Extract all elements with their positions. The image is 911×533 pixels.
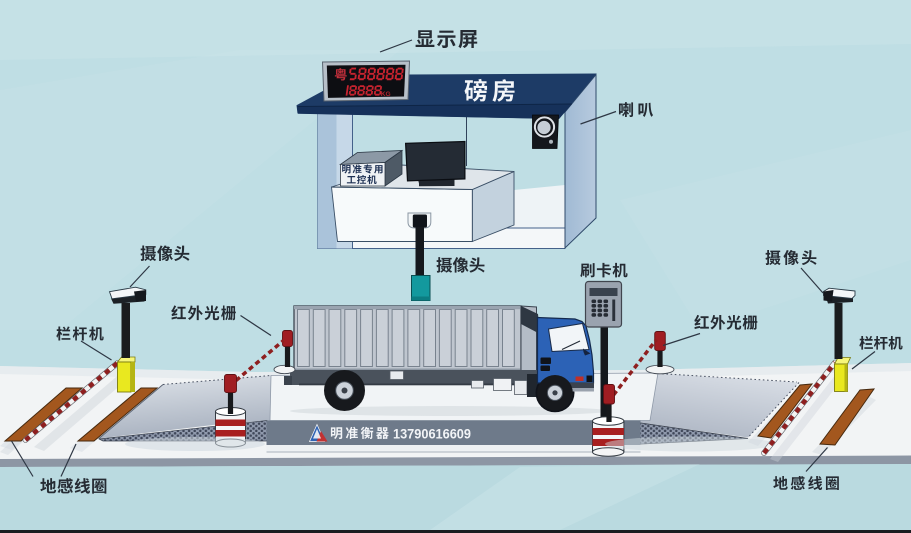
svg-text:KG: KG [381, 91, 391, 98]
svg-text:13790616609: 13790616609 [393, 425, 471, 441]
